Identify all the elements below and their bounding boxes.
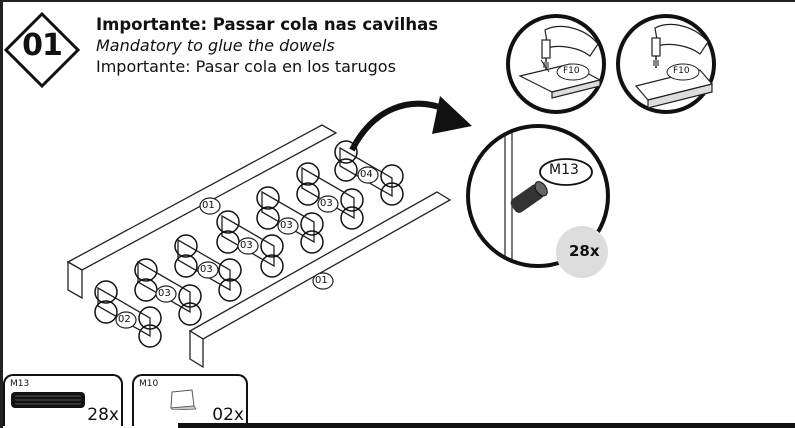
label-divider-end-right: 04 [360,169,373,180]
dowel-bundle-icon [11,392,85,408]
instruction-spanish: Importante: Pasar cola en los tarugos [96,57,396,76]
label-divider-5: 03 [320,198,333,209]
instruction-english: Mandatory to glue the dowels [96,36,335,55]
glue-detail-right [616,14,716,114]
label-divider-1: 03 [158,288,171,299]
label-divider-2: 03 [200,264,213,275]
glue-label-left: F10 [563,66,580,76]
label-divider-3: 03 [240,240,253,251]
label-ellipses [115,166,379,329]
zoom-quantity: 28x [569,242,600,260]
hardware-code: M10 [139,379,159,389]
hardware-code: M13 [10,379,30,389]
hardware-quantity: 28x [87,405,119,425]
glue-label-right: F10 [673,66,690,76]
instruction-portuguese: Importante: Passar cola nas cavilhas [96,15,439,34]
pad-icon [170,389,197,410]
frame-top-border [0,0,795,2]
panel-back [66,124,338,300]
label-panel-back: 01 [202,200,215,211]
frame-left-border [0,0,3,428]
dowel-zoom-detail [466,124,610,278]
hardware-box-m10: M10 02x [132,374,248,426]
hardware-box-m13: M13 28x [3,374,123,426]
label-panel-front: 01 [315,275,328,286]
instruction-block: Importante: Passar cola nas cavilhas Man… [96,14,438,77]
frame-bottom-bar [178,423,795,428]
zoom-arrowhead-icon [432,96,472,134]
dowel-icon [510,181,548,213]
panel-front [188,191,452,369]
glue-detail-left [506,14,606,114]
hardware-quantity: 02x [212,405,244,425]
zoom-part-code: M13 [549,162,579,178]
step-diamond-icon [4,12,80,88]
label-divider-end: 02 [118,314,131,325]
step-number: 01 [22,28,63,63]
label-divider-4: 03 [280,220,293,231]
